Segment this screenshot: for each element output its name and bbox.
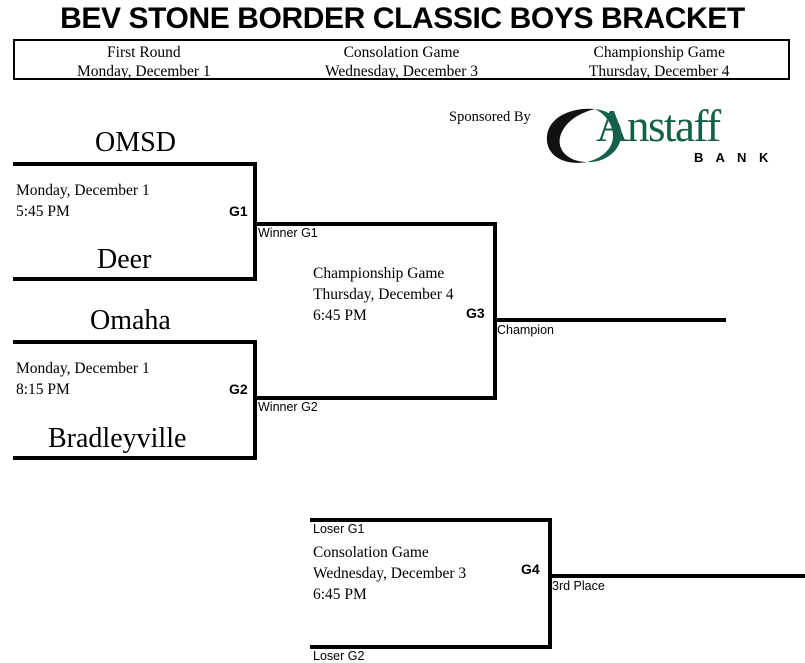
g4-time: 6:45 PM: [313, 586, 367, 603]
team-name-omaha: Omaha: [90, 305, 171, 336]
round-name: Championship Game: [593, 44, 725, 61]
g2-time: 8:15 PM: [16, 381, 70, 398]
slot-caption-3rd-place: 3rd Place: [552, 579, 605, 593]
g3-right-connector: [493, 222, 497, 400]
g2-top-line: [13, 340, 257, 344]
page-title: BEV STONE BORDER CLASSIC BOYS BRACKET: [60, 2, 745, 35]
slot-caption-loser-g2: Loser G2: [313, 649, 365, 663]
slot-caption-loser-g1: Loser G1: [313, 522, 365, 536]
g3-time: 6:45 PM: [313, 307, 367, 324]
g4-top-line: [310, 518, 552, 522]
g1-time: 5:45 PM: [16, 203, 70, 220]
third-place-line: [550, 574, 805, 578]
g3-name: Championship Game: [313, 265, 445, 282]
g1-top-line: [13, 162, 257, 166]
sponsored-by-label: Sponsored By: [449, 109, 531, 125]
sponsor-subtitle: B A N K: [694, 150, 773, 165]
champion-line: [495, 318, 726, 322]
g3-top-line: [255, 222, 497, 226]
rounds-header: First Round Monday, December 1 Consolati…: [13, 39, 790, 80]
g4-right-connector: [548, 518, 552, 649]
round-name: First Round: [107, 44, 181, 61]
g3-date: Thursday, December 4: [313, 286, 454, 303]
g4-name: Consolation Game: [313, 544, 429, 561]
g4-date: Wednesday, December 3: [313, 565, 467, 582]
team-name-deer: Deer: [97, 244, 152, 275]
round-date: Thursday, December 4: [588, 63, 730, 80]
g1-game-info: Monday, December 1 5:45 PM: [16, 180, 150, 222]
sponsor-wordmark: Anstaff: [596, 101, 721, 151]
team-name-omsd: OMSD: [95, 127, 176, 158]
round-header-consolation-game: Consolation Game Wednesday, December 3: [273, 41, 531, 80]
game-code-g1: G1: [229, 203, 248, 219]
g1-bottom-line: [13, 277, 257, 281]
round-date: Monday, December 1: [76, 63, 211, 80]
g2-date: Monday, December 1: [16, 360, 150, 377]
g1-date: Monday, December 1: [16, 182, 150, 199]
round-name: Consolation Game: [343, 44, 460, 61]
g4-game-info: Consolation Game Wednesday, December 3 6…: [313, 542, 466, 605]
round-date: Wednesday, December 3: [324, 63, 479, 80]
team-name-bradleyville: Bradleyville: [48, 423, 187, 454]
slot-caption-winner-g2: Winner G2: [258, 400, 318, 414]
g4-bottom-line: [310, 645, 552, 649]
game-code-g2: G2: [229, 381, 248, 397]
round-header-championship-game: Championship Game Thursday, December 4: [530, 41, 788, 80]
game-code-g4: G4: [521, 561, 540, 577]
g3-bottom-line: [255, 396, 497, 400]
round-header-first-round: First Round Monday, December 1: [15, 41, 273, 80]
g1-right-connector: [253, 162, 257, 281]
g2-bottom-line: [13, 456, 257, 460]
g2-game-info: Monday, December 1 8:15 PM: [16, 358, 150, 400]
game-code-g3: G3: [466, 305, 485, 321]
g3-game-info: Championship Game Thursday, December 4 6…: [313, 263, 454, 326]
anstaff-swoosh-icon: [546, 108, 622, 163]
g2-right-connector: [253, 340, 257, 460]
slot-caption-champion: Champion: [497, 323, 554, 337]
slot-caption-winner-g1: Winner G1: [258, 226, 318, 240]
